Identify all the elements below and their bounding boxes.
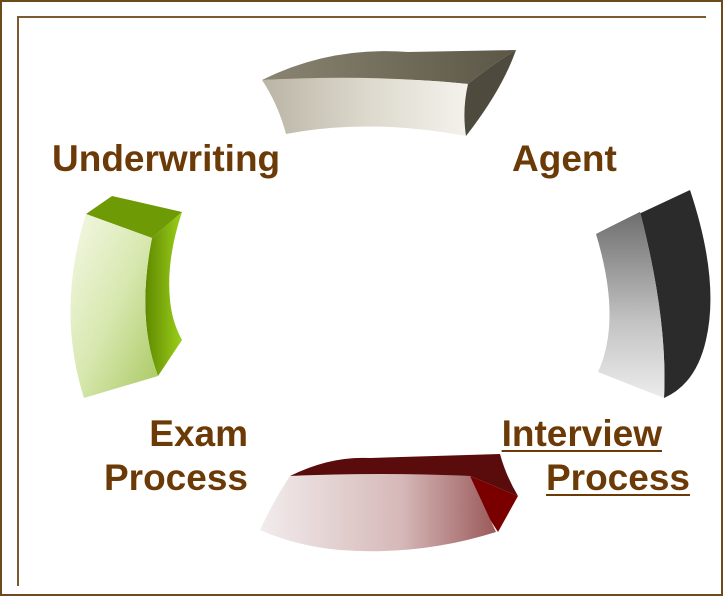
label-agent: Agent [512, 138, 617, 179]
interview-link-line1[interactable]: Interview [501, 413, 662, 454]
slide-area [17, 16, 706, 586]
segment-bottom [260, 454, 518, 552]
interview-link-line2[interactable]: Process [546, 457, 690, 498]
segment-top [262, 50, 516, 136]
label-exam-line2: Process [104, 457, 248, 498]
segment-left [70, 196, 182, 398]
label-interview-process[interactable]: Interview Process [440, 412, 690, 500]
label-underwriting: Underwriting [52, 138, 281, 179]
segment-right [596, 190, 711, 398]
label-exam-process: Exam Process [60, 412, 248, 500]
label-exam-line1: Exam [149, 413, 248, 454]
